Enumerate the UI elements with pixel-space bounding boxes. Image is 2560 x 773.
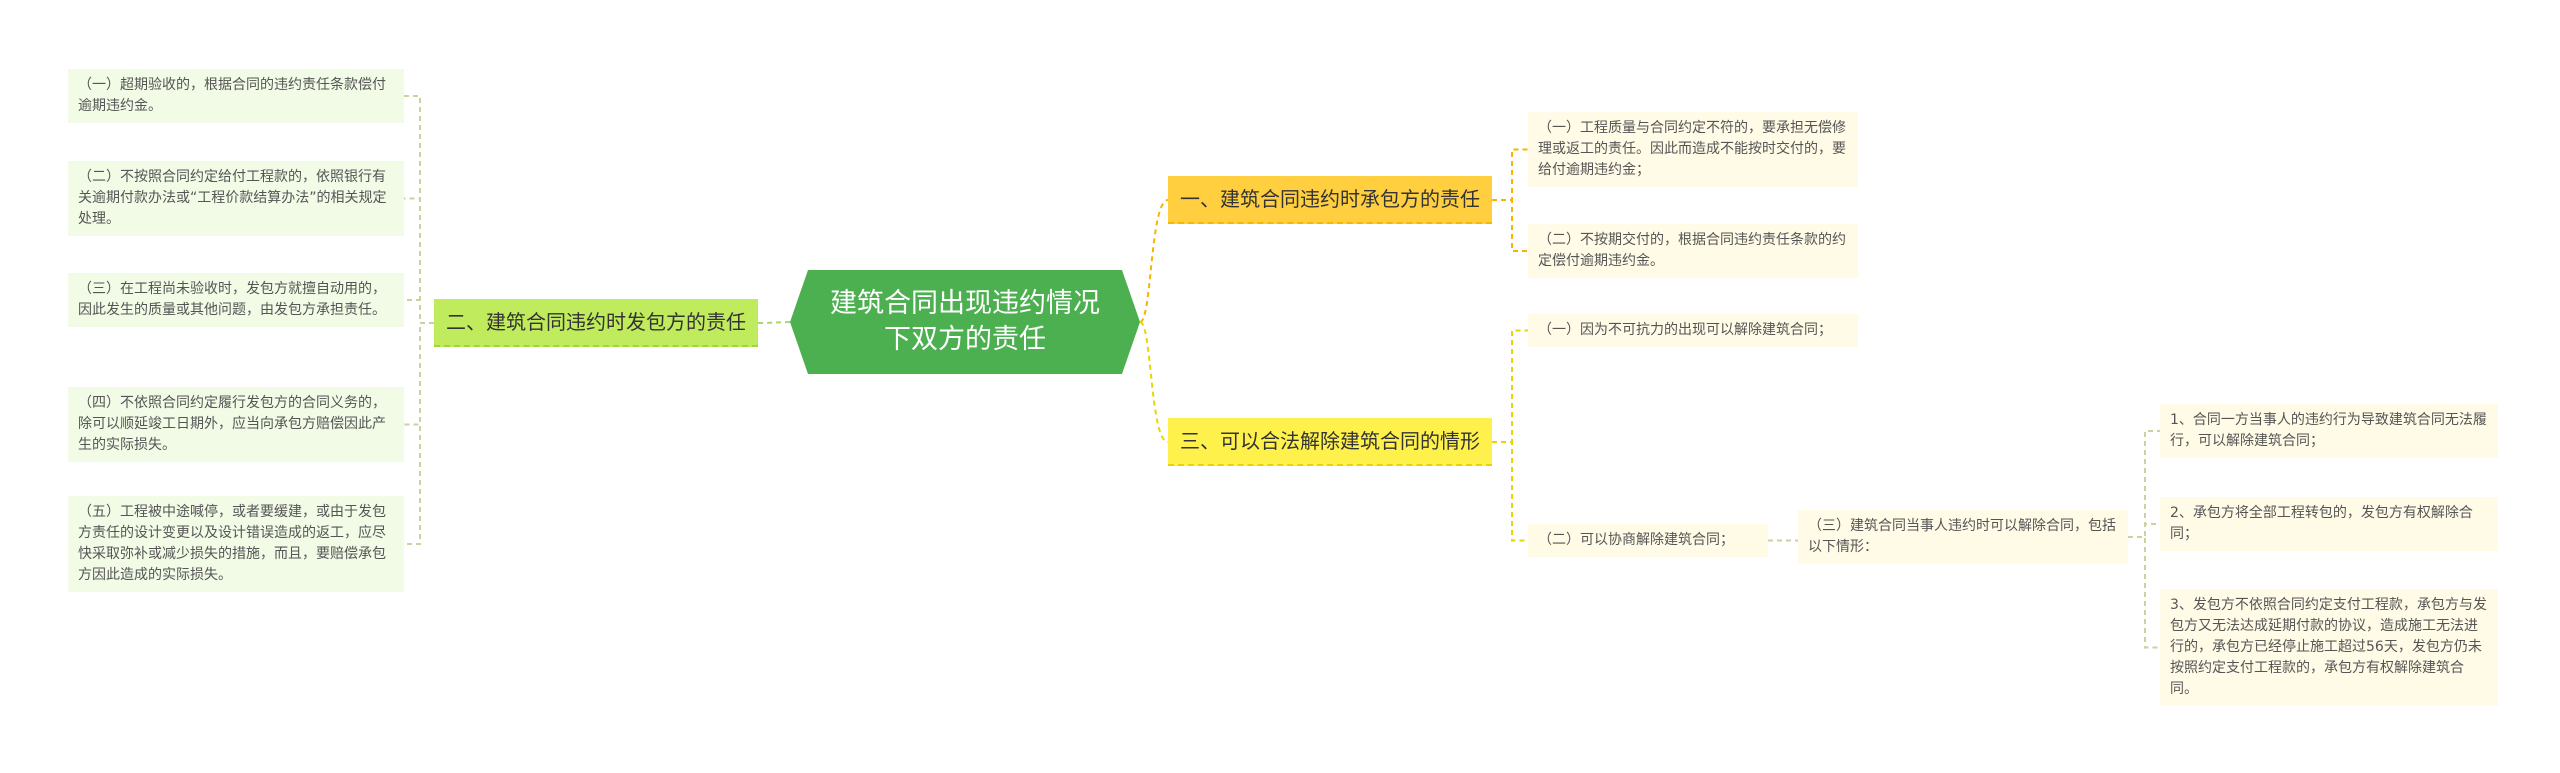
- root-shape: [790, 270, 1140, 374]
- contractor-item-1[interactable]: （一）工程质量与合同约定不符的，要承担无偿修理或返工的责任。因此而造成不能按时交…: [1528, 112, 1858, 187]
- employer-link-7: [404, 299, 434, 324]
- employer-item-4[interactable]: （四）不依照合同约定履行发包方的合同义务的，除可以顺延竣工日期外，应当向承包方赔…: [68, 387, 404, 462]
- employer-link-5: [404, 95, 434, 324]
- root-node[interactable]: 建筑合同出现违约情况下双方的责任: [790, 270, 1140, 374]
- employer-item-2[interactable]: （二）不按照合同约定给付工程款的，依照银行有关逾期付款办法或“工程价款结算办法”…: [68, 161, 404, 236]
- termination-link-10: [1492, 329, 1528, 443]
- case-link-15: [2128, 536, 2160, 649]
- root-link-2: [757, 321, 791, 324]
- employer-link-8: [404, 322, 434, 426]
- termination-case-2[interactable]: 2、承包方将全部工程转包的，发包方有权解除合同；: [2160, 497, 2498, 551]
- termination-item-2[interactable]: （二）可以协商解除建筑合同；: [1528, 524, 1768, 557]
- employer-link-6: [404, 197, 434, 324]
- employer-item-3[interactable]: （三）在工程尚未验收时，发包方就擅自动用的，因此发生的质量或其他问题，由发包方承…: [68, 273, 404, 327]
- branch-lawful-termination[interactable]: 三、可以合法解除建筑合同的情形: [1168, 418, 1492, 466]
- contractor-item-2[interactable]: （二）不按期交付的，根据合同违约责任条款的约定偿付逾期违约金。: [1528, 224, 1858, 278]
- contractor-link-4: [1492, 199, 1528, 252]
- root-label: 建筑合同出现违约情况下双方的责任: [830, 288, 1100, 355]
- case-link-13: [2128, 430, 2160, 538]
- termination-item-1[interactable]: （一）因为不可抗力的出现可以解除建筑合同；: [1528, 314, 1858, 347]
- termination-item-3[interactable]: （三）建筑合同当事人违约时可以解除合同，包括以下情形：: [1798, 510, 2128, 564]
- contractor-link-3: [1492, 148, 1528, 201]
- employer-item-1[interactable]: （一）超期验收的，根据合同的违约责任条款偿付逾期违约金。: [68, 69, 404, 123]
- root-link-0: [1139, 199, 1169, 323]
- termination-case-3[interactable]: 3、发包方不依照合同约定支付工程款，承包方与发包方又无法达成延期付款的协议，造成…: [2160, 589, 2498, 706]
- employer-item-5[interactable]: （五）工程被中途喊停，或者要缓建，或由于发包方责任的设计变更以及设计错误造成的返…: [68, 496, 404, 592]
- employer-link-9: [404, 322, 434, 545]
- branch-contractor-liability[interactable]: 一、建筑合同违约时承包方的责任: [1168, 176, 1492, 224]
- termination-case-1[interactable]: 1、合同一方当事人的违约行为导致建筑合同无法履行，可以解除建筑合同；: [2160, 404, 2498, 458]
- root-link-1: [1139, 321, 1169, 443]
- termination-link-11: [1492, 441, 1528, 542]
- branch-employer-liability[interactable]: 二、建筑合同违约时发包方的责任: [434, 299, 758, 347]
- case-link-14: [2128, 523, 2160, 538]
